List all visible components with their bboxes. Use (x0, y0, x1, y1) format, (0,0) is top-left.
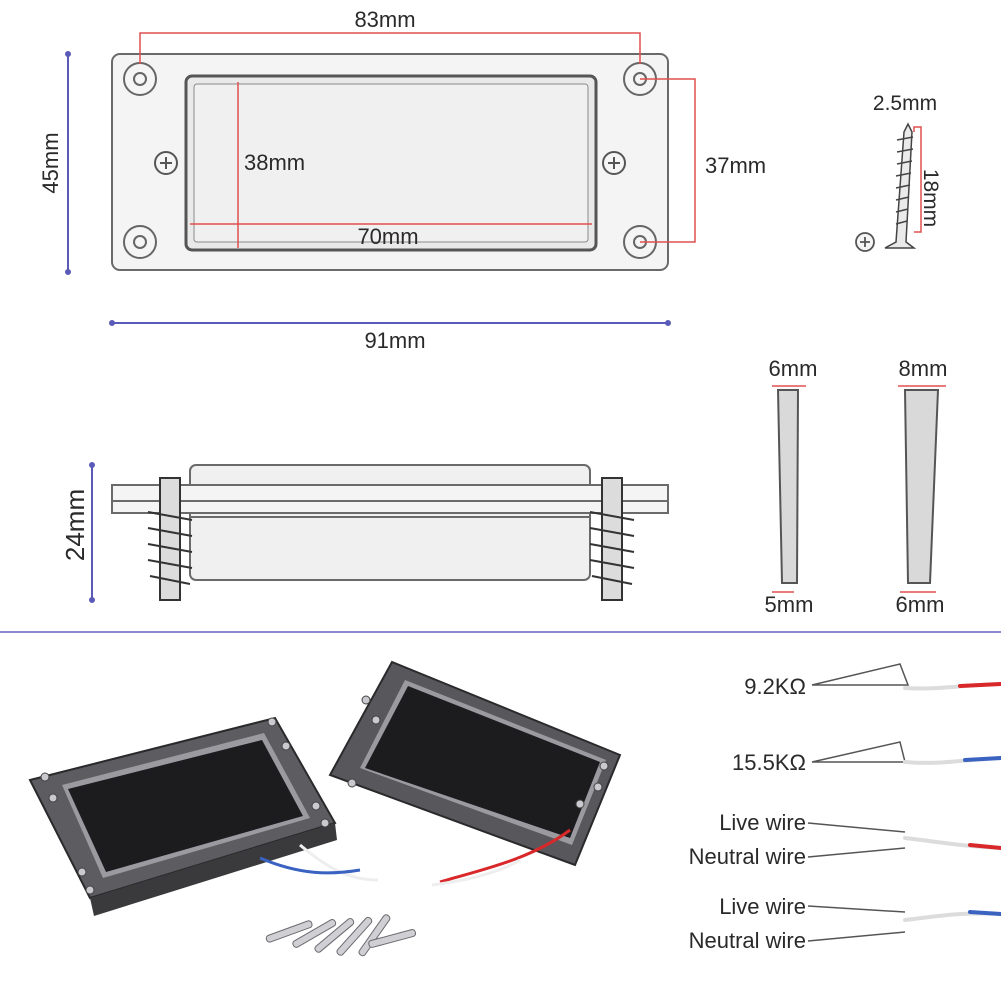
dim-inner-width: 70mm (357, 224, 418, 249)
pickup-photo-left (28, 716, 379, 916)
dim-profile2-top: 8mm (899, 356, 948, 381)
dim-pickup-height: 24mm (60, 489, 90, 561)
phillips-screw-icon (855, 232, 875, 252)
ring-profile-2 (898, 385, 946, 593)
side-view-drawing (111, 464, 669, 581)
dim-profile1-top: 6mm (769, 356, 818, 381)
wiring-label-neutral-1: Neutral wire (689, 844, 806, 869)
wiring-label-neutral-2: Neutral wire (689, 928, 806, 953)
wire-ends (903, 682, 1001, 922)
height-adjust-springs (147, 477, 635, 601)
dim-inner-height: 38mm (244, 150, 305, 175)
phillips-screw-icon (154, 151, 178, 175)
pickup-photo-right (328, 660, 622, 887)
blue-dimension-lines (65, 51, 671, 326)
ring-profile-1 (772, 385, 806, 593)
dim-profile2-bottom: 6mm (896, 592, 945, 617)
dim-outer-width: 91mm (364, 328, 425, 353)
mounting-holes (123, 62, 657, 259)
dim-screw-length: 18mm (919, 169, 942, 227)
top-view-frame (111, 53, 669, 271)
dim-profile1-bottom: 5mm (765, 592, 814, 617)
mounting-screws-photo (265, 914, 417, 957)
wiring-label-9-2k: 9.2KΩ (744, 674, 806, 699)
wiring-label-live-1: Live wire (719, 810, 806, 835)
red-dimension-lines (139, 32, 696, 248)
mounting-screw-drawing (855, 122, 922, 252)
screw-head-icons (154, 151, 626, 175)
dim-hole-spacing: 83mm (354, 7, 415, 32)
dim-screw-diameter: 2.5mm (873, 92, 937, 115)
wiring-label-live-2: Live wire (719, 894, 806, 919)
dim-outer-height: 45mm (38, 132, 63, 193)
phillips-screw-icon (602, 151, 626, 175)
side-height-dimension (89, 462, 95, 603)
wiring-pointer-lines (807, 663, 910, 942)
wiring-label-15-5k: 15.5KΩ (732, 750, 806, 775)
dim-hole-vertical-spacing: 37mm (705, 153, 766, 178)
